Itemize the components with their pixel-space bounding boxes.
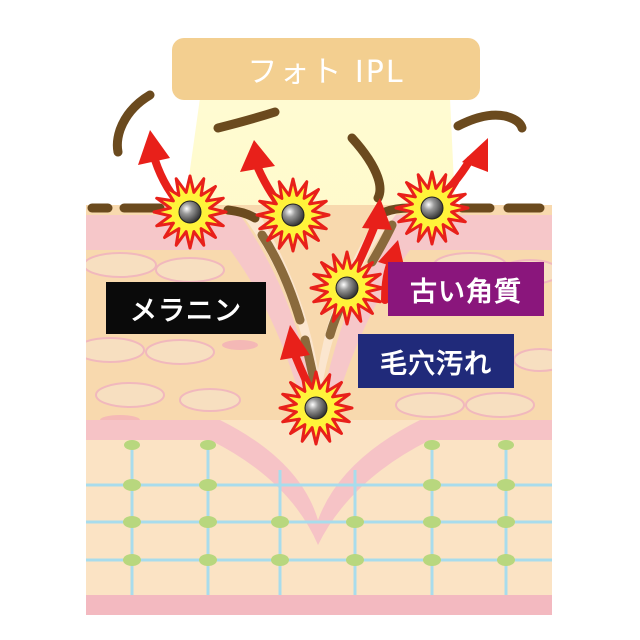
melanin-particle bbox=[305, 397, 327, 419]
melanin-label: メラニン bbox=[106, 282, 266, 334]
melanin-particle bbox=[421, 197, 443, 219]
melanin-particle bbox=[336, 277, 358, 299]
melanin-particle bbox=[179, 201, 201, 223]
pore-dirt-label: 毛穴汚れ bbox=[358, 334, 514, 388]
old-keratin-label: 古い角質 bbox=[388, 262, 544, 316]
ipl-lamp-label: フォト IPL bbox=[172, 38, 480, 100]
melanin-particle bbox=[282, 204, 304, 226]
